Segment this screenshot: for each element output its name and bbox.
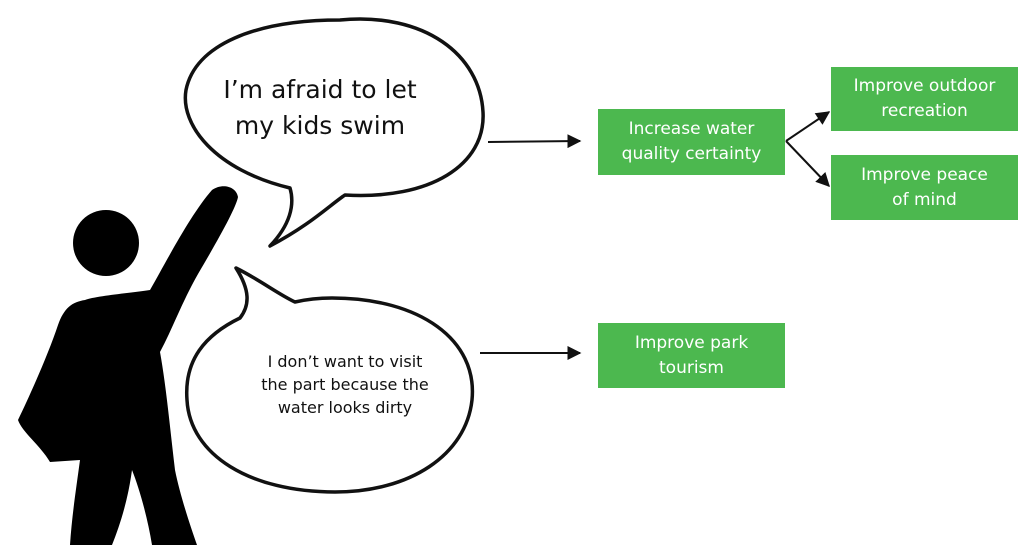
box-peace-of-mind-line-1: Improve peace <box>861 164 988 185</box>
box-increase-water-quality-certainty: Increase water quality certainty <box>598 109 785 175</box>
person-figure <box>18 186 238 545</box>
arrow-to-outdoor-recreation <box>785 111 831 142</box>
box-park-tourism-line-2: tourism <box>659 357 724 378</box>
box-improve-park-tourism: Improve park tourism <box>598 323 785 388</box>
box-improve-peace-of-mind: Improve peace of mind <box>831 155 1018 220</box>
speech-bubble-bottom <box>185 266 475 494</box>
box-water-quality-line-2: quality certainty <box>621 144 762 164</box>
box-outdoor-recreation-line-1: Improve outdoor <box>853 76 996 96</box>
speech-bubble-bottom-text: I don’t want to visit the part because t… <box>210 350 480 419</box>
person-body <box>18 186 238 545</box>
speech-bubble-bottom-line-1: I don’t want to visit <box>267 352 423 371</box>
box-improve-outdoor-recreation: Improve outdoor recreation <box>831 67 1018 131</box>
speech-bubble-top-line-2: my kids swim <box>234 111 406 140</box>
speech-bubble-top-text: I’m afraid to let my kids swim <box>205 72 435 144</box>
box-water-quality-line-1: Increase water <box>628 119 755 139</box>
speech-bubble-top-line-1: I’m afraid to let <box>223 75 417 104</box>
box-outdoor-recreation-line-2: recreation <box>881 101 968 121</box>
arrow-to-peace-of-mind <box>785 140 830 188</box>
speech-bubble-bottom-line-3: water looks dirty <box>277 398 413 417</box>
speech-bubble-bottom-line-2: the part because the <box>261 375 429 394</box>
person-head <box>73 210 139 276</box>
speech-bubble-top <box>183 17 485 248</box>
box-park-tourism-line-1: Improve park <box>634 332 749 353</box>
box-peace-of-mind-line-2: of mind <box>892 189 957 210</box>
arrow-to-water-quality <box>487 134 582 149</box>
